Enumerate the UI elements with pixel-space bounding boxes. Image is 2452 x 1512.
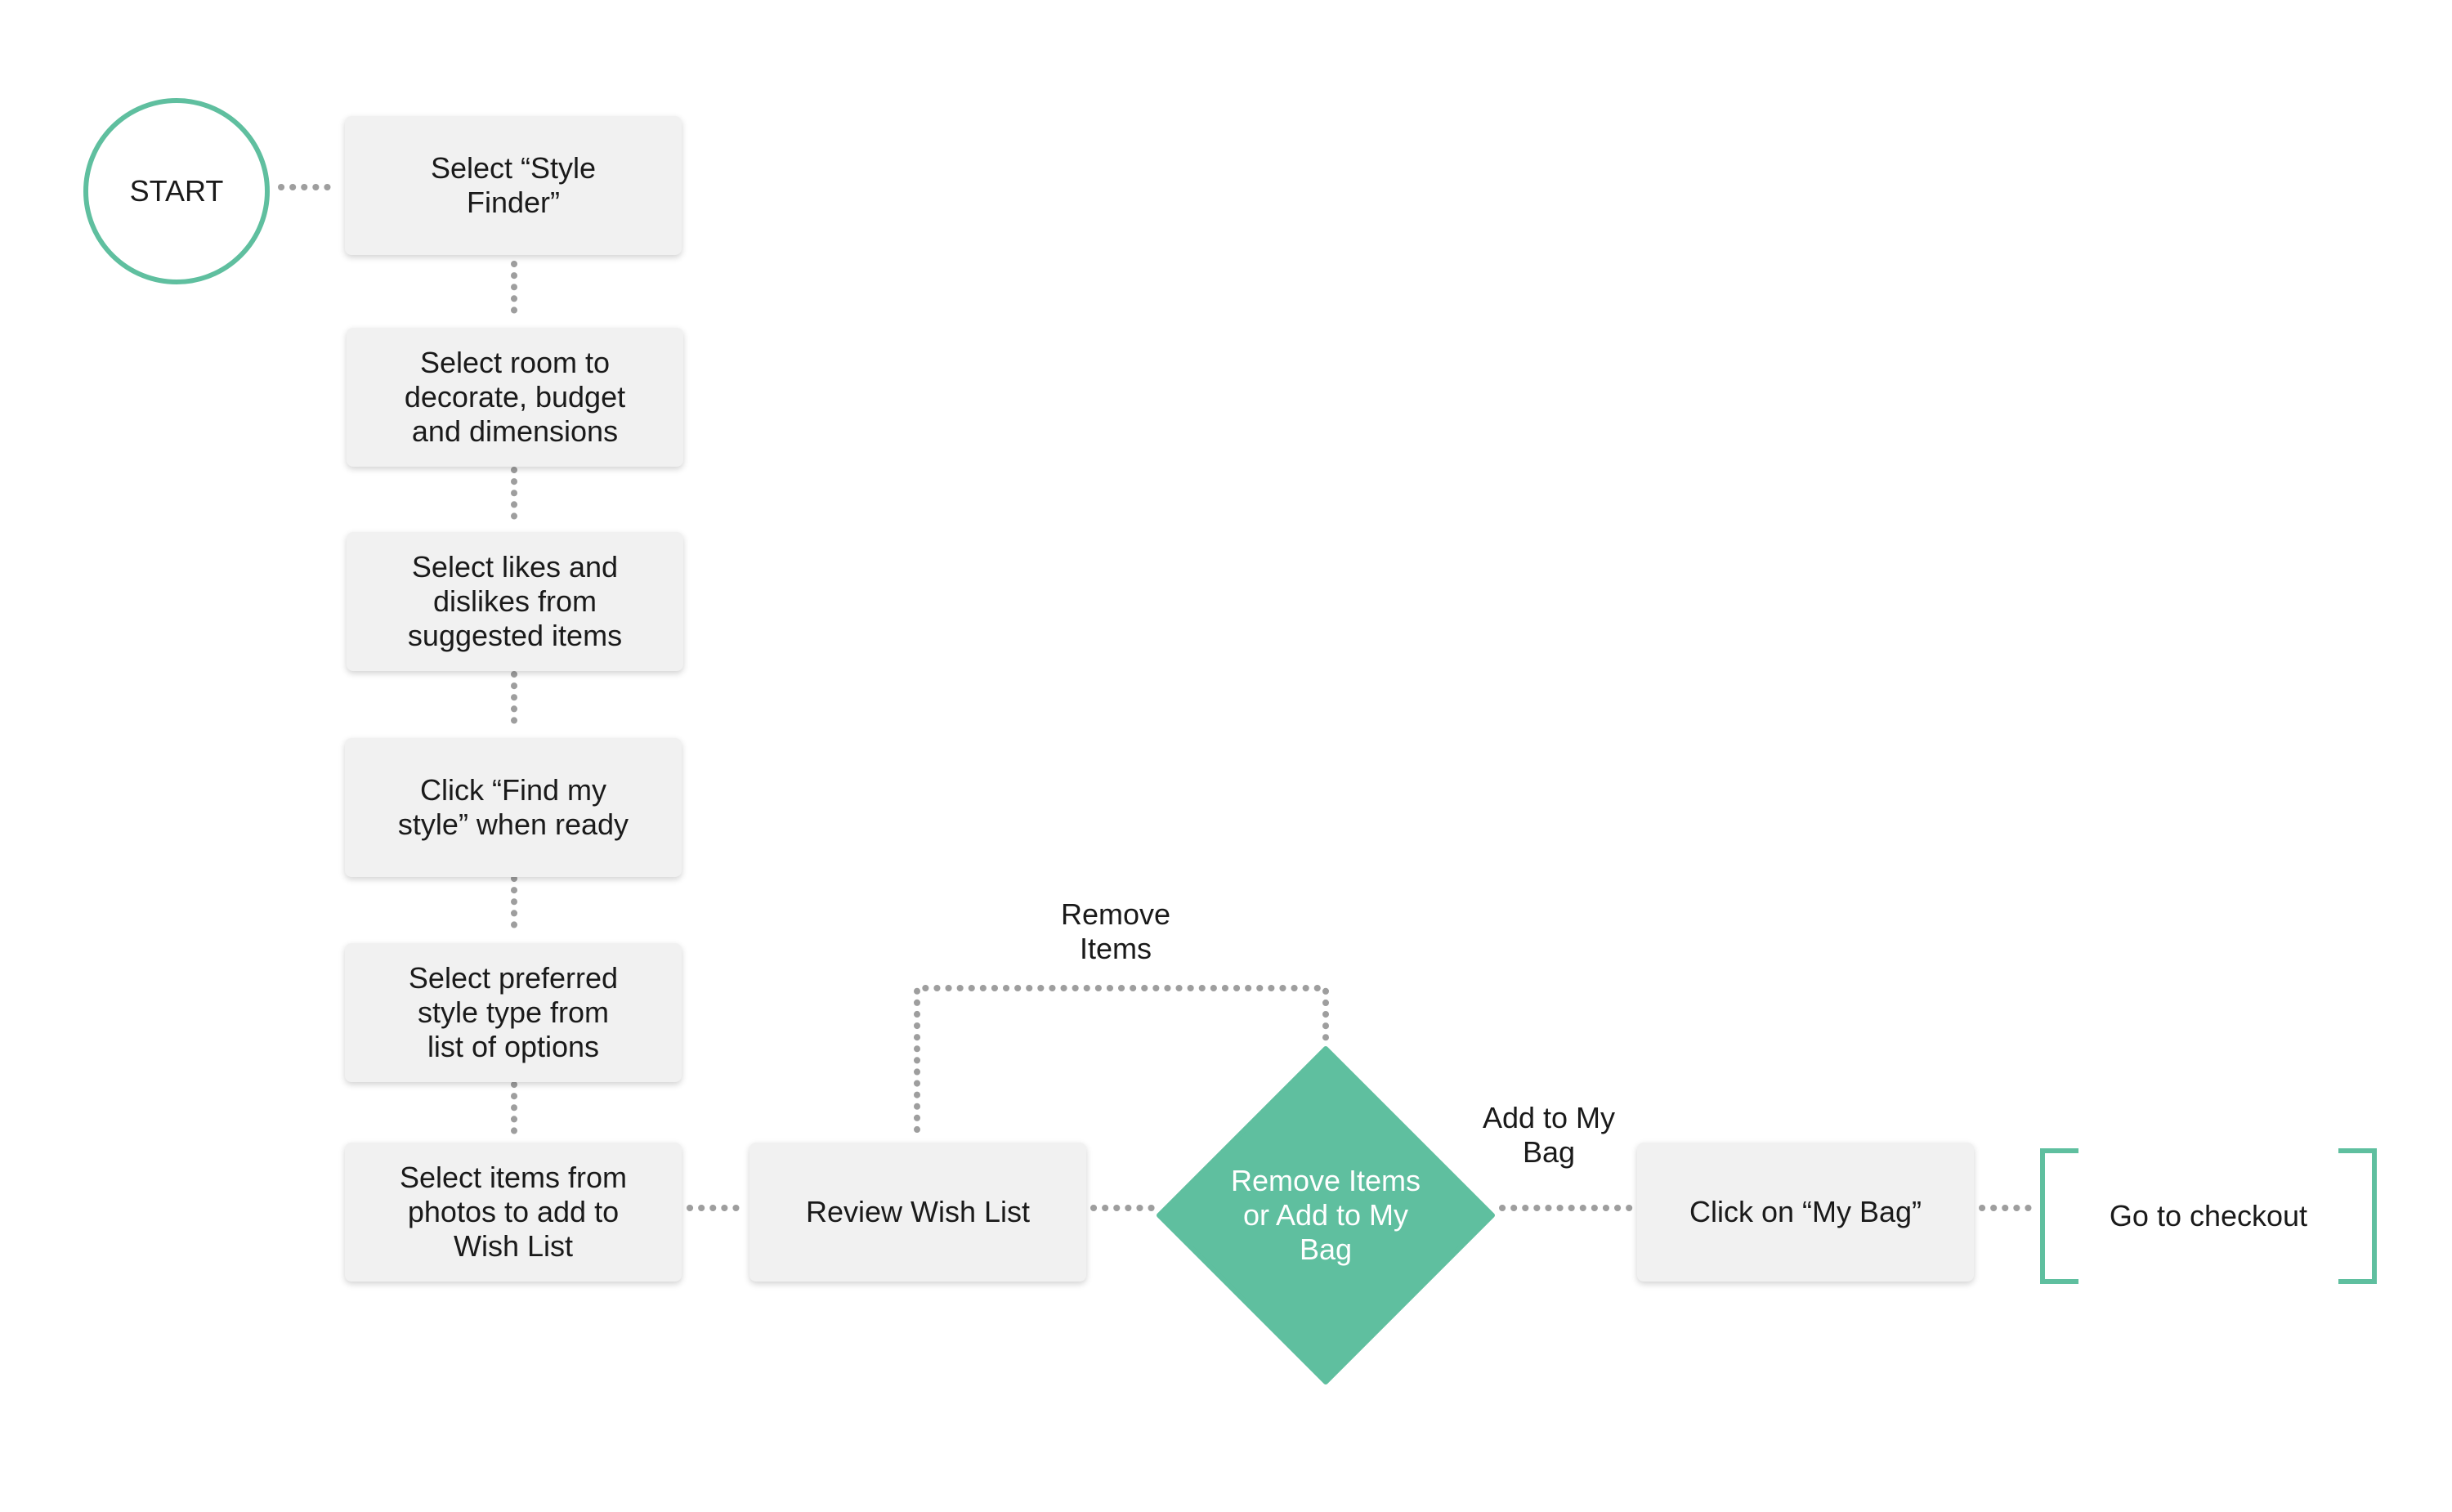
end-label: Go to checkout	[2109, 1199, 2308, 1232]
step-label: Click “Find my style” when ready	[397, 773, 629, 841]
decision-label: Remove Items or Add to My Bag	[1230, 1164, 1421, 1266]
step-select-style-finder: Select “Style Finder”	[345, 116, 682, 255]
end-node-checkout: Go to checkout	[2038, 1147, 2379, 1286]
edge-label-remove-items: Remove Items	[1060, 897, 1171, 965]
decision-node: Remove Items or Add to My Bag	[1154, 1044, 1497, 1387]
step-label: Review Wish List	[805, 1195, 1031, 1228]
edge-label-add-to-bag: Add to My Bag	[1482, 1101, 1616, 1169]
step-select-room: Select room to decorate, budget and dime…	[347, 328, 683, 467]
connector-decision-remove-loop	[914, 985, 1329, 1133]
step-label: Select likes and dislikes from suggested…	[407, 550, 623, 652]
decision-diamond-shape	[1157, 1046, 1495, 1385]
step-label: Select items from photos to add to Wish …	[399, 1161, 628, 1263]
step-label: Select room to decorate, budget and dime…	[404, 346, 626, 448]
step-review-wish-list: Review Wish List	[749, 1143, 1086, 1282]
step-click-my-bag: Click on “My Bag”	[1637, 1143, 1974, 1282]
start-node: START	[83, 98, 270, 284]
step-label: Select preferred style type from list of…	[408, 961, 619, 1063]
step-find-my-style: Click “Find my style” when ready	[345, 738, 682, 877]
step-label: Click on “My Bag”	[1689, 1195, 1922, 1228]
step-label: Select “Style Finder”	[430, 151, 597, 219]
step-select-items: Select items from photos to add to Wish …	[345, 1143, 682, 1282]
step-select-style-type: Select preferred style type from list of…	[345, 943, 682, 1082]
start-label: START	[129, 174, 224, 208]
bracket-shape	[2040, 1148, 2377, 1284]
step-select-likes: Select likes and dislikes from suggested…	[347, 532, 683, 671]
